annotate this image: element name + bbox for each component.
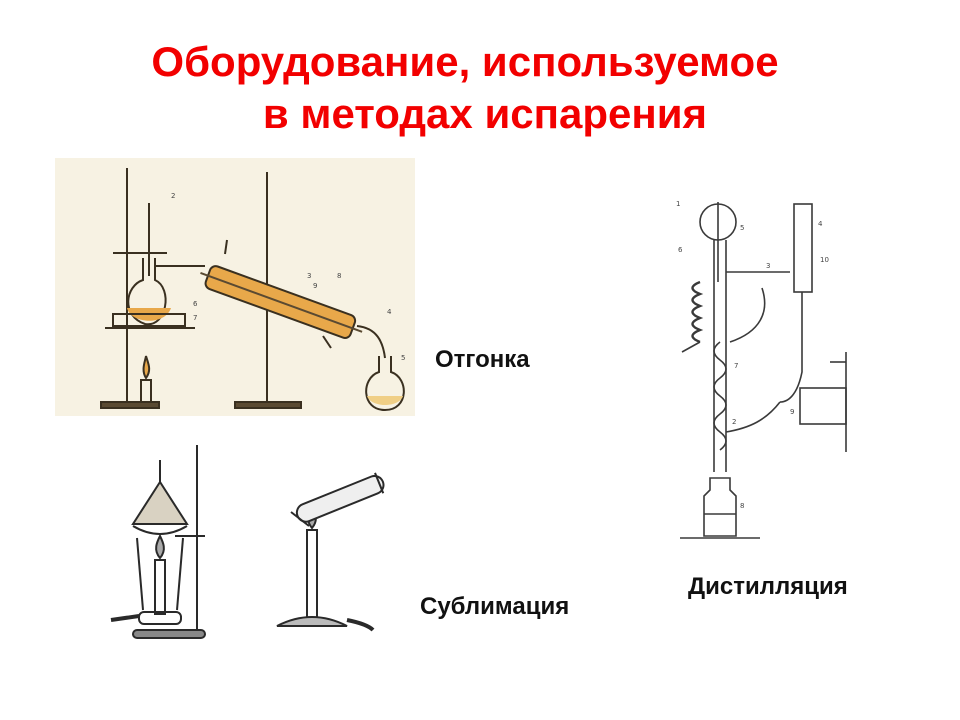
part-number: 1 <box>676 200 680 208</box>
gas-hose <box>110 614 140 622</box>
part-number: 9 <box>313 282 317 290</box>
sublimation-apparatus-drawing <box>110 445 385 639</box>
burner-flame <box>142 355 151 380</box>
part-number: 6 <box>678 246 683 254</box>
hose <box>725 401 781 433</box>
part-number: 2 <box>732 418 736 426</box>
part-number: 8 <box>740 502 744 510</box>
part-number: 7 <box>193 314 197 322</box>
slide-title: Оборудование, используемое в методах исп… <box>0 36 930 140</box>
receiver-liquid <box>367 396 403 405</box>
outlet-tube <box>779 292 803 403</box>
funnel <box>131 480 189 525</box>
part-number: 9 <box>790 408 794 416</box>
part-number: 8 <box>337 272 341 280</box>
part-number: 7 <box>734 362 738 370</box>
coil-wire <box>681 341 701 353</box>
collector <box>799 387 847 425</box>
part-number: 6 <box>193 300 198 308</box>
stand-base <box>100 401 160 409</box>
stand-base-2 <box>234 401 302 409</box>
part-number: 5 <box>740 224 744 232</box>
return-tube <box>729 287 766 343</box>
heating-coil <box>691 280 704 344</box>
tube-holder <box>290 511 310 527</box>
title-line-2: в методах испарения <box>262 90 708 137</box>
round-flask <box>127 258 167 326</box>
rectification-apparatus-drawing: 1 2 3 4 5 6 7 8 9 10 <box>676 200 847 539</box>
part-number: 3 <box>307 272 311 280</box>
adapter <box>356 325 386 359</box>
receiver-flask <box>365 356 405 412</box>
condenser-inner-tube <box>200 272 363 333</box>
tripod-leg <box>136 537 144 611</box>
title-line-1: Оборудование, используемое <box>151 38 779 85</box>
receiver-bottle <box>703 477 737 537</box>
label-sublimation: Сублимация <box>420 593 570 620</box>
distillation-apparatus-drawing: 2 3 4 5 6 7 8 9 <box>55 158 415 416</box>
label-distillation: Отгонка <box>435 346 530 373</box>
water-inlet <box>224 239 228 255</box>
burner <box>154 559 166 615</box>
burner <box>140 379 152 403</box>
part-number: 10 <box>820 256 829 264</box>
test-tube <box>295 474 385 523</box>
burner-2-base <box>276 616 348 627</box>
part-number: 5 <box>401 354 405 362</box>
burner-flame <box>155 533 165 560</box>
part-number: 3 <box>766 262 770 270</box>
tripod-leg <box>176 537 184 611</box>
water-outlet <box>322 335 332 349</box>
burner-2 <box>306 529 318 619</box>
tube-mouth <box>374 472 385 494</box>
water-bath <box>112 313 186 327</box>
condenser <box>793 203 813 293</box>
stand-base <box>132 629 206 639</box>
column-packing <box>713 341 727 451</box>
part-number: 2 <box>171 192 175 200</box>
part-number: 4 <box>818 220 823 228</box>
gas-hose-2 <box>346 618 375 632</box>
evaporating-dish <box>132 525 188 535</box>
label-rectification: Дистилляция <box>688 573 848 600</box>
part-number: 4 <box>387 308 392 316</box>
